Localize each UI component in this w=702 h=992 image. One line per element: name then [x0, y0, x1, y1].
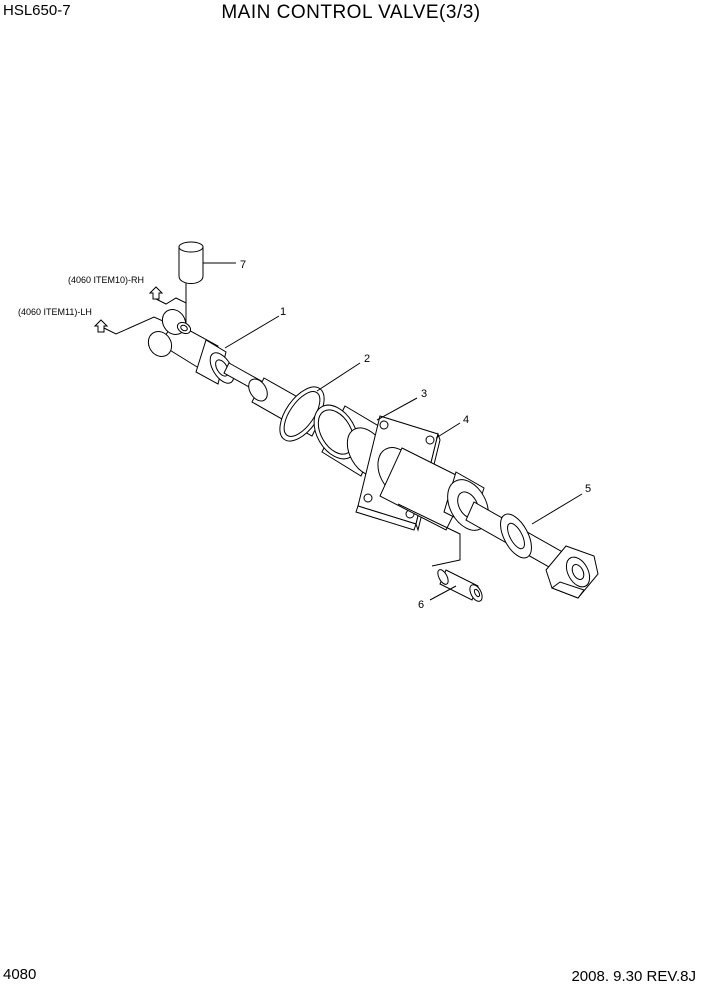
part-3-collar: [313, 404, 388, 477]
part-5-nut-washer: [500, 513, 599, 599]
page-number: 4080: [3, 966, 37, 983]
callout-6: 6: [418, 599, 424, 611]
model-code: HSL650-7: [3, 2, 71, 19]
part-7-plug: [178, 241, 204, 284]
leader-lines: [203, 262, 583, 601]
part-6-pin: [397, 503, 483, 602]
ref-rh-label: (4060 ITEM10)-RH: [68, 275, 144, 285]
callout-2: 2: [364, 353, 370, 365]
revision-date: 2008. 9.30 REV.8J: [571, 968, 696, 985]
part-4-flange-cover: [355, 415, 489, 532]
callout-7: 7: [240, 259, 246, 271]
callout-3: 3: [421, 388, 427, 400]
ref-lh-label: (4060 ITEM11)-LH: [18, 307, 92, 317]
page-title: MAIN CONTROL VALVE(3/3): [221, 2, 481, 23]
ref-rh-arrow: [148, 286, 164, 300]
part-2-o-ring: [279, 386, 325, 442]
callout-1: 1: [280, 306, 286, 318]
callout-5: 5: [585, 483, 591, 495]
ref-lh-arrow: [93, 319, 109, 333]
callout-4: 4: [463, 414, 469, 426]
part-1-valve-body: [147, 309, 235, 385]
